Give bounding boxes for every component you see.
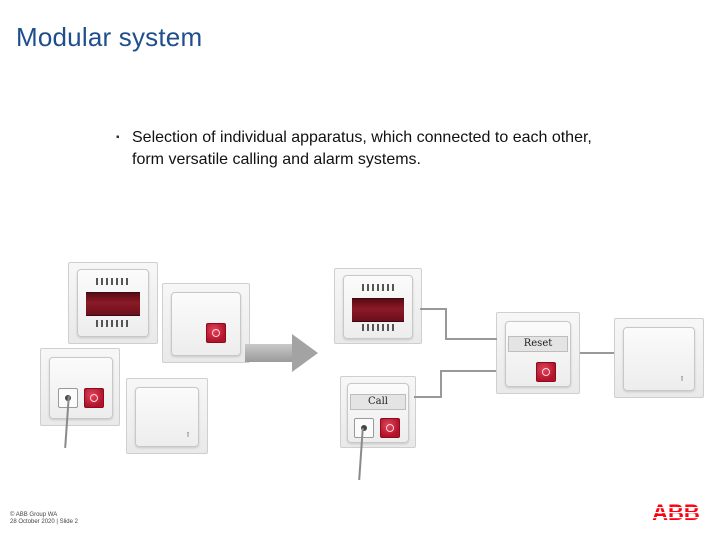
connection-wire bbox=[414, 396, 442, 398]
bullet-marker: ▪ bbox=[116, 127, 120, 149]
footer-date-slide: 28 October 2020 | Slide 2 bbox=[10, 519, 78, 526]
device-insert bbox=[343, 275, 413, 339]
device-insert: ▯ bbox=[135, 387, 199, 447]
bullet-point: ▪ Selection of individual apparatus, whi… bbox=[116, 127, 616, 171]
device-insert: ▯ bbox=[623, 327, 695, 391]
footer: © ABB Group WA 28 October 2020 | Slide 2 bbox=[10, 512, 78, 526]
connection-wire bbox=[440, 370, 496, 372]
connection-wire bbox=[445, 308, 447, 340]
device-blank-right: ▯ bbox=[614, 318, 704, 398]
reset-button-left[interactable] bbox=[206, 323, 226, 343]
footer-copyright: © ABB Group WA bbox=[10, 512, 78, 519]
connection-wire bbox=[445, 338, 497, 340]
connection-wire bbox=[580, 352, 614, 354]
device-insert bbox=[49, 357, 113, 419]
abb-logo: ABB bbox=[650, 501, 702, 523]
device-lamp-right bbox=[334, 268, 422, 344]
device-reset-right: Reset bbox=[496, 312, 580, 394]
slide-title: Modular system bbox=[16, 22, 202, 53]
cord-pull-button-right[interactable] bbox=[354, 418, 374, 438]
reset-label: Reset bbox=[508, 336, 568, 352]
speaker-grille-bottom bbox=[96, 320, 130, 327]
speaker-grille-top bbox=[362, 284, 394, 291]
device-marking-icon: ▯ bbox=[680, 374, 684, 382]
red-alarm-lamp bbox=[86, 292, 140, 316]
device-marking-icon: ▯ bbox=[186, 430, 190, 438]
call-button-left[interactable] bbox=[84, 388, 104, 408]
device-call-left bbox=[40, 348, 120, 426]
speaker-grille-top bbox=[96, 278, 130, 285]
device-insert: Call bbox=[347, 383, 409, 443]
bullet-text: Selection of individual apparatus, which… bbox=[132, 127, 616, 171]
call-button-right[interactable] bbox=[380, 418, 400, 438]
connection-wire bbox=[420, 308, 446, 310]
device-insert bbox=[171, 292, 241, 356]
device-insert: Reset bbox=[505, 321, 571, 387]
speaker-grille-bottom bbox=[362, 324, 394, 331]
device-reset-left bbox=[162, 283, 250, 363]
device-lamp-left bbox=[68, 262, 158, 344]
arrow-right-icon bbox=[292, 334, 318, 372]
device-blank-left: ▯ bbox=[126, 378, 208, 454]
arrow-shaft bbox=[245, 344, 293, 362]
device-insert bbox=[77, 269, 149, 337]
device-call-right: Call bbox=[340, 376, 416, 448]
reset-button-right[interactable] bbox=[536, 362, 556, 382]
connection-wire bbox=[440, 370, 442, 398]
red-alarm-lamp bbox=[352, 298, 404, 322]
call-label: Call bbox=[350, 394, 406, 410]
